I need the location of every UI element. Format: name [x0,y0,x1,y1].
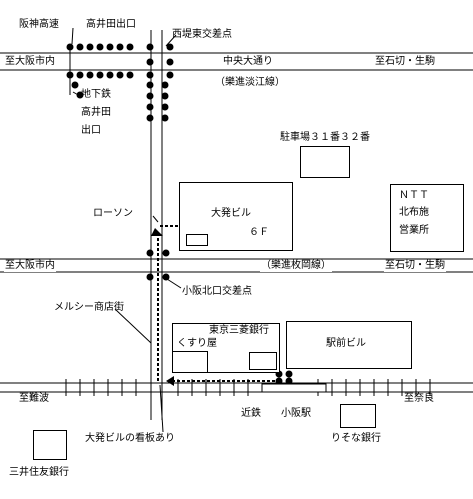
daiko-floor-label: ６Ｆ [249,227,269,238]
daiko-sign-label: 大発ビルの看板あり [85,433,175,444]
railway [0,379,473,396]
kintetsu-label: 近鉄 [241,408,261,419]
mitsubishi-entrance [249,352,277,370]
crossing-dots-top [66,43,174,122]
mitsui-label: 三井住友銀行 [9,467,69,478]
ekimae-building-label: 駅前ビル [326,338,366,349]
crossing-dots-middle [146,249,170,281]
kosaka-north-label: 小阪北口交差点 [182,286,252,297]
daiko-building-label: 大発ビル [211,208,251,219]
ntt-label-3: 営業所 [399,225,429,236]
ntt-label-1: ＮＴＴ [399,190,429,201]
resona-bank-building [340,404,376,428]
kusuriya-label: くすり屋 [177,338,217,349]
lawson-label: ローソン [93,208,133,219]
subway-exit-label-1: 地下鉄 [81,89,111,100]
to-namba-label: 至難波 [19,393,49,404]
ekimae-building [286,321,412,369]
kusuriya-shop [172,351,208,373]
to-osaka-top-label: 至大阪市内 [4,56,56,68]
route-mid-label: （樂進枚岡線） [260,260,332,272]
daiko-entrance [186,234,208,246]
to-osaka-mid-label: 至大阪市内 [4,260,56,272]
ntt-building [390,184,464,252]
mitsui-bank-building [33,430,67,460]
parking-label: 駐車場３１番３２番 [280,132,370,143]
subway-exit-label-3: 出口 [81,125,101,136]
subway-exit-label-2: 高井田 [81,107,111,118]
to-nara-label: 至奈良 [404,393,434,404]
ntt-label-2: 北布施 [399,207,429,218]
resona-label: りそな銀行 [331,433,381,444]
chuo-avenue [0,52,473,71]
kosaka-station-platform [261,383,327,393]
kamiido-exit-label: 高井田出口 [86,19,136,30]
tokyo-mitsubishi-building [172,323,280,373]
mercy-shopping-label: メルシー商店街 [54,302,124,313]
parking-lot [300,146,350,178]
tokyo-mitsubishi-label: 東京三菱銀行 [209,325,269,336]
middle-road [0,258,473,273]
keihan-line-label: （樂進淡江線） [215,77,285,88]
to-ishikiri-top-label: 至石切・生駒 [374,56,436,68]
chuo-street-label: 中央大通り [222,56,274,68]
hanshin-expressway-label: 阪神高速 [19,19,59,30]
nishi-intersection-label: 西堤東交差点 [172,29,232,40]
kosaka-station-label: 小阪駅 [281,408,311,419]
to-ishikiri-mid-label: 至石切・生駒 [384,260,446,272]
